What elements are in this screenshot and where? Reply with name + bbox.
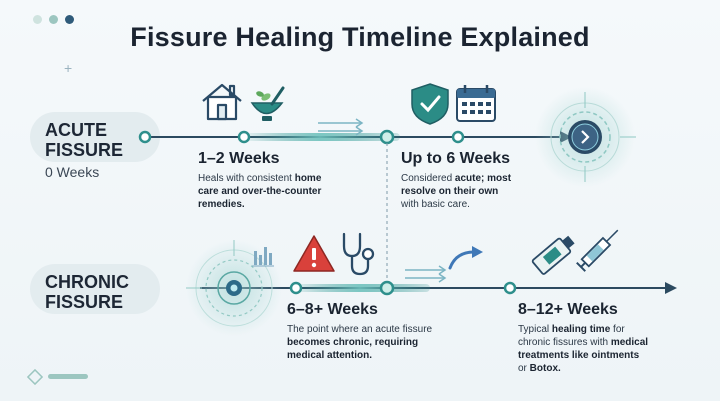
stage-4-text-bold: medical (610, 337, 649, 348)
acute-node-1-2-weeks (237, 130, 251, 144)
decor-dots (33, 15, 74, 24)
acute-start-label: 0 Weeks (45, 164, 100, 180)
stethoscope-icon (342, 232, 375, 276)
decor-dot (33, 15, 42, 24)
decor-dot (49, 15, 58, 24)
stage-2-text: Considered (401, 173, 455, 184)
stage-4-title: 8–12+ Weeks (518, 301, 618, 318)
stage-2-title: Up to 6 Weeks (401, 150, 511, 167)
chronic-node-mid (379, 280, 395, 296)
acute-highlight (240, 133, 400, 141)
page-title: Fissure Healing Timeline Explained (130, 22, 590, 52)
chronic-label-line1: CHRONIC (45, 272, 129, 292)
chronic-node-8-12-weeks (503, 281, 517, 295)
acute-fissure-label: ACUTE FISSURE (45, 120, 123, 160)
chronic-fissure-label: CHRONIC FISSURE (45, 272, 129, 312)
stage-3-description: The point where an acute fissure becomes… (287, 323, 462, 362)
chronic-motion-arrows (405, 265, 447, 283)
stage-4-text: chronic fissures with (518, 337, 611, 348)
decor-plus-icon: + (64, 60, 73, 76)
stage-1-text: Heals with consistent (198, 173, 295, 184)
chronic-node-6-8-weeks (289, 281, 303, 295)
acute-start-node (138, 130, 152, 144)
stage-1-text-bold: care and over-the-counter (198, 186, 322, 197)
stage-4-text: for (610, 324, 625, 335)
ointment-tube-icon (531, 235, 575, 275)
mortar-pestle-icon (250, 86, 285, 121)
stage-3-title: 6–8+ Weeks (287, 301, 378, 318)
house-icon (202, 83, 242, 121)
acute-node-6-weeks (451, 130, 465, 144)
chronic-label-bg (30, 264, 160, 314)
decor-dot (65, 15, 74, 24)
stage-1-description: Heals with consistent home care and over… (198, 172, 348, 211)
chronic-highlight (290, 284, 430, 292)
mini-bar-chart-icon (252, 247, 274, 267)
chronic-arrowhead (665, 282, 677, 294)
stage-4-text: Typical (518, 324, 552, 335)
acute-label-line2: FISSURE (45, 140, 124, 161)
acute-motion-arrows (318, 118, 364, 136)
stage-3-text-bold: medical attention. (287, 350, 373, 361)
chronic-label-line2: FISSURE (45, 292, 124, 313)
stage-2-text-bold: resolve on their own (401, 186, 499, 197)
stage-2-description: Considered acute; most resolve on their … (401, 172, 541, 211)
warning-icon (293, 235, 335, 272)
curved-arrow-icon (448, 246, 483, 270)
syringe-icon (576, 229, 619, 272)
stage-2-text-bold: acute; most (454, 173, 512, 184)
stage-4-text-bold: treatments like ointments (518, 350, 640, 361)
shield-check-icon (411, 83, 449, 125)
target-end-icon (535, 87, 636, 187)
radar-target-icon (186, 240, 282, 336)
acute-node-mid (379, 129, 395, 145)
acute-label-line1: ACUTE (45, 120, 107, 140)
acute-label-bg (30, 112, 160, 162)
stage-3-text-bold: becomes chronic, requiring (287, 337, 419, 348)
stage-4-text: or (518, 363, 530, 374)
stage-4-text-bold: Botox. (529, 363, 561, 374)
calendar-icon (456, 85, 496, 122)
stage-4-text-bold: healing time (551, 324, 611, 335)
stage-3-text: The point where an acute fissure (287, 324, 433, 335)
stage-1-title: 1–2 Weeks (198, 150, 280, 167)
stage-1-text-bold: home (294, 173, 322, 184)
decor-bottom-bar (26, 368, 88, 386)
stage-4-description: Typical healing time for chronic fissure… (518, 323, 688, 375)
stage-2-text: with basic care. (401, 199, 470, 210)
stage-1-text-bold: remedies. (198, 199, 245, 210)
